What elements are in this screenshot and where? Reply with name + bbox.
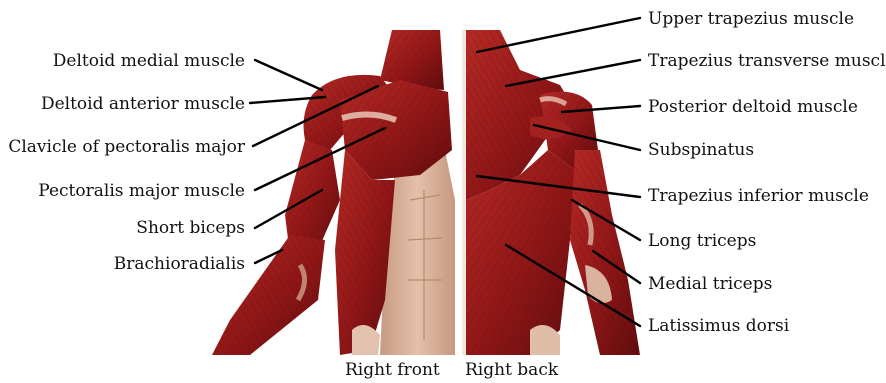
caption-right-front: Right front bbox=[345, 360, 440, 380]
label-pectoralis-major: Pectoralis major muscle bbox=[38, 181, 245, 201]
caption-right-back: Right back bbox=[465, 360, 558, 380]
label-clavicle-pectoralis: Clavicle of pectoralis major bbox=[8, 137, 245, 157]
front-view-illustration bbox=[212, 30, 455, 355]
label-posterior-deltoid: Posterior deltoid muscle bbox=[648, 97, 858, 117]
label-subspinatus: Subspinatus bbox=[648, 140, 754, 160]
label-short-biceps: Short biceps bbox=[136, 218, 245, 238]
label-medial-triceps: Medial triceps bbox=[648, 274, 772, 294]
label-long-triceps: Long triceps bbox=[648, 231, 756, 251]
label-trapezius-transverse: Trapezius transverse muscle bbox=[648, 51, 886, 71]
label-latissimus-dorsi: Latissimus dorsi bbox=[648, 316, 789, 336]
leader-deltoid-medial bbox=[255, 60, 322, 90]
label-deltoid-medial: Deltoid medial muscle bbox=[53, 51, 245, 71]
label-upper-trapezius: Upper trapezius muscle bbox=[648, 9, 854, 29]
label-deltoid-anterior: Deltoid anterior muscle bbox=[41, 94, 245, 114]
label-brachioradialis: Brachioradialis bbox=[114, 254, 245, 274]
label-trapezius-inferior: Trapezius inferior muscle bbox=[648, 186, 869, 206]
